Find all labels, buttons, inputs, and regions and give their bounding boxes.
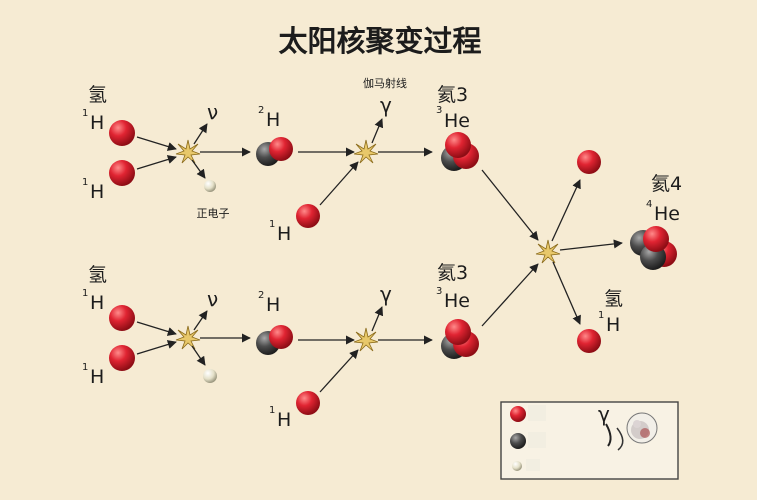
legend-gamma-flash-icon (605, 423, 624, 451)
positron-icon (204, 180, 216, 192)
proton-icon (109, 345, 135, 371)
neutrino-label-top: ν (207, 100, 218, 124)
h1-mass-bottom-c: 1 (269, 405, 275, 416)
arrow (136, 321, 177, 336)
h1-mass-top-a: 1 (82, 108, 88, 119)
legend-smudge (528, 432, 546, 448)
he3-mass-top: 3 (436, 105, 442, 116)
arrow (136, 155, 177, 170)
legend-positron-icon (512, 461, 522, 471)
h1-label-top-b: H (90, 181, 104, 203)
gamma-label-bottom: γ (380, 282, 392, 306)
he3-label-top: He (444, 110, 470, 132)
helium3-label-top: 氦3 (437, 84, 468, 106)
h1-label-top-a: H (90, 112, 104, 134)
proton-icon (296, 391, 320, 415)
proton-icon (269, 137, 293, 161)
h1-mass-top-c: 1 (269, 219, 275, 230)
h2-mass-top: 2 (258, 105, 264, 116)
h1-mass-top-b: 1 (82, 177, 88, 188)
h1-label-bottom-b: H (90, 366, 104, 388)
legend-smudge (528, 405, 546, 421)
helium4-label: 氦4 (651, 173, 682, 195)
proton-icon (445, 132, 471, 158)
fusion-flash-icon (535, 239, 561, 264)
arrow (193, 123, 208, 145)
proton-icon (109, 160, 135, 186)
hydrogen-label-bottom: 氢 (88, 264, 107, 286)
proton-icon (269, 325, 293, 349)
gamma-label-top: γ (380, 93, 392, 117)
positron-label: 正电子 (197, 207, 230, 220)
arrow (371, 306, 384, 332)
legend-smudge (526, 459, 540, 471)
positron-icon (203, 369, 217, 383)
he4-label: He (654, 203, 680, 225)
arrow (371, 118, 384, 144)
arrow (481, 169, 539, 241)
arrow (319, 349, 359, 393)
arrow (481, 263, 539, 327)
proton-icon (109, 305, 135, 331)
proton-icon (577, 329, 601, 353)
legend-proton-icon (510, 406, 526, 422)
legend: γ (500, 401, 679, 480)
arrow (552, 261, 581, 325)
h1-mass-bottom-a: 1 (82, 288, 88, 299)
proton-icon (445, 319, 471, 345)
arrow (193, 310, 208, 331)
arrow (136, 136, 177, 151)
he3-label-bottom: He (444, 290, 470, 312)
fusion-flash-icon (175, 325, 201, 350)
fusion-flash-icon (353, 327, 379, 352)
hydrogen-label-top: 氢 (88, 84, 107, 106)
legend-gamma-label: γ (598, 402, 610, 426)
arrow (551, 179, 581, 242)
proton-icon (577, 150, 601, 174)
fusion-flash-icon (175, 139, 201, 164)
arrow (559, 239, 623, 251)
helium3-label-bottom: 氦3 (437, 262, 468, 284)
h1-mass-bottom-b: 1 (82, 362, 88, 373)
he3-mass-bottom: 3 (436, 286, 442, 297)
h2-label-bottom: H (266, 294, 280, 316)
neutrino-label-bottom: ν (207, 287, 218, 311)
arrow (191, 159, 206, 179)
proton-icon (643, 226, 669, 252)
he4-mass: 4 (646, 199, 652, 210)
h2-mass-bottom: 2 (258, 290, 264, 301)
h1-mass-out: 1 (598, 310, 604, 321)
legend-photon-icon (626, 412, 658, 444)
fusion-flash-icon (353, 139, 379, 164)
gamma-ray-label: 伽马射线 (363, 76, 407, 90)
h1-label-bottom-c: H (277, 409, 291, 431)
arrow (136, 340, 177, 355)
hydrogen-label-out: 氢 (604, 288, 623, 310)
page-title: 太阳核聚变过程 (278, 24, 481, 58)
h2-label-top: H (266, 109, 280, 131)
legend-neutron-icon (510, 433, 526, 449)
proton-icon (109, 120, 135, 146)
h1-label-out: H (606, 314, 620, 336)
proton-icon (296, 204, 320, 228)
h1-label-top-c: H (277, 223, 291, 245)
h1-label-bottom-a: H (90, 292, 104, 314)
arrow (319, 161, 359, 206)
arrow (191, 345, 206, 366)
